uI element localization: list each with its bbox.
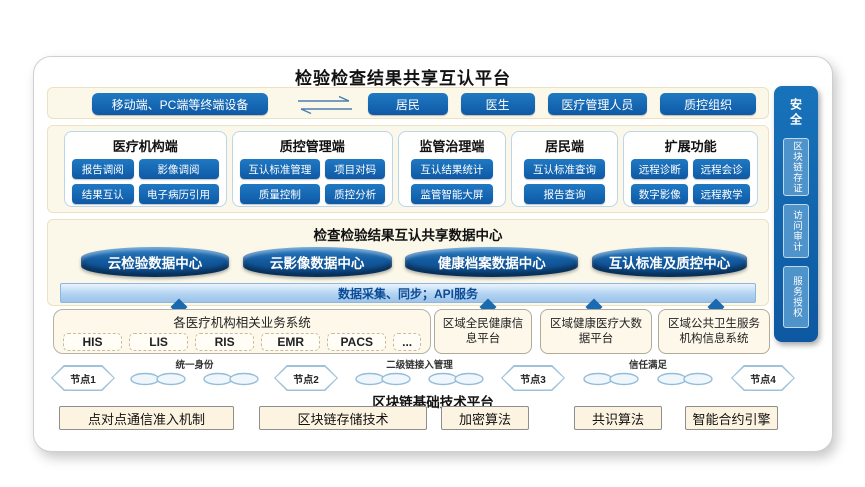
feature-button: 监管智能大屏: [411, 184, 493, 204]
security-sidebar: 安全 区块链存证 访问审计 服务授权: [774, 86, 818, 342]
chain-label: 统一身份: [175, 360, 214, 371]
blockchain-component-consensus: 共识算法: [574, 406, 662, 430]
regional-health-info-platform: 区域全民健康信息平台: [434, 309, 532, 354]
panel-resident: 居民端 互认标准查询 报告查询: [510, 131, 619, 207]
blockchain-node-2: 节点2: [274, 365, 338, 391]
cylinder-health-record-center: 健康档案数据中心: [405, 247, 579, 277]
feature-button: 影像调阅: [138, 159, 219, 179]
security-item-service-authorization: 服务授权: [783, 266, 809, 328]
feature-button: 数字影像: [631, 184, 689, 204]
security-item-label: 服务授权: [791, 276, 802, 318]
chain-link-icon: [202, 372, 259, 386]
chain-label: 信任满足: [628, 360, 667, 371]
feature-button: 远程会诊: [693, 159, 750, 179]
chain-link-icon: [130, 372, 187, 386]
chain-gap-2: 二级链接入管理: [338, 357, 501, 391]
blockchain-node-3: 节点3: [501, 365, 565, 391]
data-center-section: 检查检验结果互认共享数据中心 云检验数据中心 云影像数据中心 健康档案数据中心 …: [47, 219, 769, 306]
blockchain-component-p2p: 点对点通信准入机制: [59, 406, 234, 430]
chain-link-icon: [428, 372, 485, 386]
client-panels-section: 医疗机构端 报告调阅 影像调阅 结果互认 电子病历引用 质控管理端 互认标准管理…: [47, 125, 769, 213]
user-roles-row: 居民 医生 医疗管理人员 质控组织: [368, 93, 756, 115]
chain-label: 二级链接入管理: [386, 360, 453, 371]
user-role-doctor: 医生: [460, 93, 535, 115]
feature-button: 电子病历引用: [138, 184, 219, 204]
user-role-qc-org: 质控组织: [660, 93, 756, 115]
blockchain-component-encryption: 加密算法: [441, 406, 529, 430]
feature-button: 项目对码: [325, 159, 386, 179]
chain-gap-3: 信任满足: [565, 357, 731, 391]
chain-link-icon: [354, 372, 411, 386]
user-role-resident: 居民: [368, 93, 448, 115]
panel-medical-institution: 医疗机构端 报告调阅 影像调阅 结果互认 电子病历引用: [64, 131, 227, 207]
feature-button: 远程诊断: [631, 159, 689, 179]
cylinder-image-data-center: 云影像数据中心: [242, 247, 392, 277]
security-item-blockchain-evidence: 区块链存证: [783, 138, 809, 196]
panel-title: 医疗机构端: [112, 139, 178, 154]
system-chip-emr: EMR: [261, 333, 321, 351]
device-button: 移动端、PC端等终端设备: [92, 93, 268, 115]
node-label: 节点1: [52, 366, 114, 390]
panel-title: 居民端: [545, 139, 585, 154]
feature-button: 质控分析: [325, 184, 386, 204]
hospital-systems-box: 各医疗机构相关业务系统 HIS LIS RIS EMR PACS ...: [53, 309, 431, 354]
cylinder-lab-data-center: 云检验数据中心: [81, 247, 229, 277]
blockchain-node-1: 节点1: [51, 365, 115, 391]
system-chip-ris: RIS: [195, 333, 255, 351]
feature-button: 报告查询: [523, 184, 606, 204]
terminal-section: 移动端、PC端等终端设备 居民 医生 医疗管理人员 质控组织: [47, 87, 769, 119]
blockchain-component-storage: 区块链存储技术: [259, 406, 427, 430]
hospital-systems-title: 各医疗机构相关业务系统: [173, 316, 311, 330]
panel-extended-functions: 扩展功能 远程诊断 远程会诊 数字影像 远程教学: [623, 131, 758, 207]
data-cylinders-row: 云检验数据中心 云影像数据中心 健康档案数据中心 互认标准及质控中心: [48, 247, 768, 277]
node-label: 节点3: [502, 366, 564, 390]
blockchain-node-4: 节点4: [731, 365, 795, 391]
regional-public-health-system: 区域公共卫生服务机构信息系统: [658, 309, 770, 354]
exchange-arrows-icon: [292, 93, 358, 115]
panel-qc-management: 质控管理端 互认标准管理 项目对码 质量控制 质控分析: [231, 131, 394, 207]
panel-supervision: 监管治理端 互认结果统计 监管智能大屏: [398, 131, 506, 207]
feature-button: 报告调阅: [72, 159, 134, 179]
node-label: 节点4: [732, 366, 794, 390]
security-item-access-audit: 访问审计: [783, 204, 809, 258]
feature-button: 结果互认: [72, 184, 134, 204]
cylinder-standard-qc-center: 互认标准及质控中心: [591, 247, 747, 277]
chain-link-icon: [582, 372, 639, 386]
panel-title: 监管治理端: [419, 139, 485, 154]
chain-gap-1: 统一身份: [115, 357, 274, 391]
system-chip-pacs: PACS: [327, 333, 387, 351]
security-item-label: 访问审计: [791, 210, 802, 252]
security-item-label: 区块链存证: [791, 140, 802, 194]
regional-bigdata-platform: 区域健康医疗大数据平台: [540, 309, 652, 354]
panel-title: 扩展功能: [664, 139, 717, 154]
chain-link-icon: [657, 372, 714, 386]
security-sidebar-title: 安全: [788, 98, 803, 128]
page-title: 检验检查结果共享互认平台: [295, 69, 511, 88]
data-center-title: 检查检验结果互认共享数据中心: [313, 228, 503, 243]
node-label: 节点2: [275, 366, 337, 390]
platform-diagram-card: 检验检查结果共享互认平台 移动端、PC端等终端设备 居民 医生 医疗管理人员 质…: [33, 56, 833, 452]
feature-button: 互认标准管理: [239, 159, 321, 179]
api-service-band: 数据采集、同步；API服务: [60, 283, 756, 303]
system-chip-lis: LIS: [129, 333, 189, 351]
panel-title: 质控管理端: [279, 139, 345, 154]
feature-button: 互认标准查询: [523, 159, 606, 179]
feature-button: 质量控制: [239, 184, 321, 204]
system-chip-more: ...: [393, 333, 421, 351]
hospital-systems-chips: HIS LIS RIS EMR PACS ...: [54, 331, 430, 351]
feature-button: 远程教学: [693, 184, 750, 204]
blockchain-component-smart-contract: 智能合约引擎: [685, 406, 778, 430]
system-chip-his: HIS: [63, 333, 123, 351]
user-role-admin: 医疗管理人员: [547, 93, 648, 115]
feature-button: 互认结果统计: [411, 159, 493, 179]
